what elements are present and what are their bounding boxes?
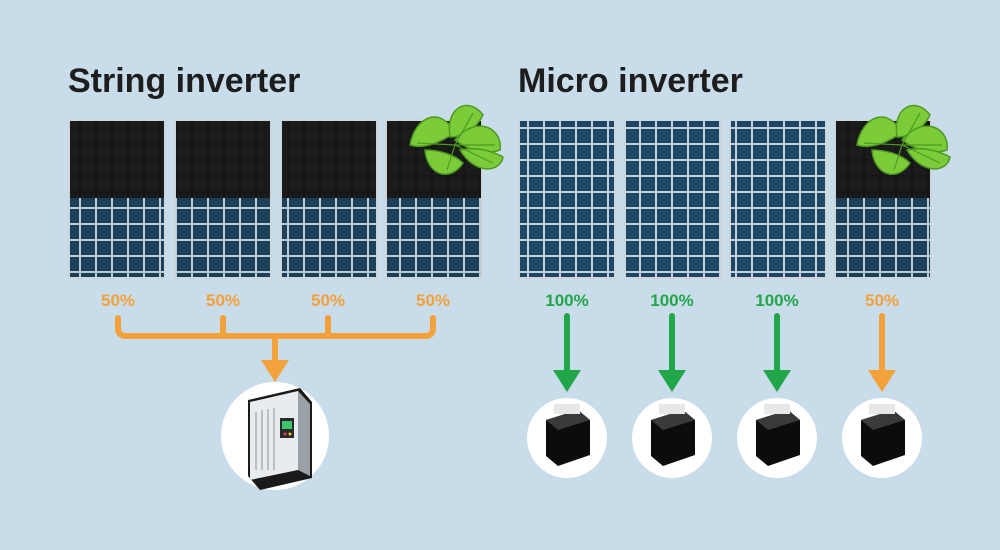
solar-panel-7 [729, 119, 827, 279]
micro-inverter-icon [842, 398, 922, 478]
string-inverter-title: String inverter [68, 62, 301, 100]
solar-panel-6 [624, 119, 722, 279]
percentage-label: 50% [101, 291, 135, 310]
leaf-icon [856, 104, 951, 175]
solar-panel-4 [385, 119, 483, 279]
micro-inverter-title: Micro inverter [518, 62, 743, 100]
string-wiring [115, 315, 436, 365]
micro-panels [518, 119, 932, 279]
percentage-label: 50% [206, 291, 240, 310]
arrow-head [261, 360, 289, 382]
percentage-label: 50% [311, 291, 345, 310]
micro-inverter-icon [527, 398, 607, 478]
solar-panel-5 [518, 119, 616, 279]
percentage-label: 100% [755, 291, 798, 310]
string-inverter-icon [221, 382, 329, 490]
arrow-heads [553, 370, 896, 392]
string-panels [68, 119, 483, 279]
micro-arrows [564, 313, 885, 375]
micro-inverter-icon [632, 398, 712, 478]
solar-panel-1 [68, 119, 166, 279]
leaf-icon [409, 104, 504, 175]
solar-panel-2 [174, 119, 272, 279]
percentage-label: 50% [865, 291, 899, 310]
solar-panel-3 [280, 119, 378, 279]
percentage-label: 100% [650, 291, 693, 310]
percentage-label: 50% [416, 291, 450, 310]
micro-inverter-icon [737, 398, 817, 478]
percentage-label: 100% [545, 291, 588, 310]
